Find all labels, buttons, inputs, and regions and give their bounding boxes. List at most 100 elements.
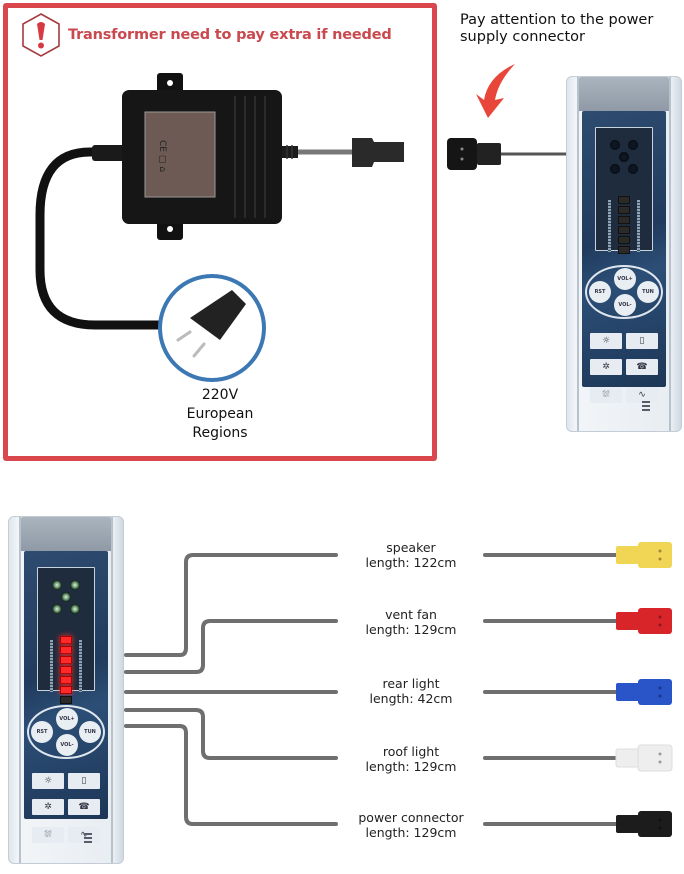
exclamation-hexagon-icon xyxy=(22,13,60,57)
shower-button[interactable]: ⛆ xyxy=(590,387,622,403)
attention-note: Pay attention to the power supply connec… xyxy=(460,12,653,46)
plug-voltage: 220V xyxy=(201,387,239,403)
level-scale-right xyxy=(79,640,82,692)
cable-name: power connector xyxy=(358,810,464,825)
speaker-hole xyxy=(52,604,62,614)
cable-name: speaker xyxy=(386,540,436,555)
svg-text:CE ▢ ⌂: CE ▢ ⌂ xyxy=(157,140,167,172)
vol-down-button[interactable]: VOL- xyxy=(56,734,78,756)
fan-icon: ✲ xyxy=(44,802,52,812)
led xyxy=(618,226,630,234)
light-button[interactable]: ☼ xyxy=(590,333,622,349)
vol-up-button[interactable]: VOL+ xyxy=(56,708,78,730)
phone-button[interactable]: ☎ xyxy=(68,799,100,815)
fan-button[interactable]: ✲ xyxy=(32,799,64,815)
led xyxy=(618,236,630,244)
warning-header: Transformer need to pay extra if needed xyxy=(20,12,392,58)
level-scale-right xyxy=(637,200,640,252)
cable-roof-light xyxy=(124,708,338,760)
panel-cap xyxy=(579,77,669,111)
cable-length: length: 122cm xyxy=(365,555,457,570)
cable-length: length: 129cm xyxy=(365,759,457,774)
led xyxy=(60,656,72,664)
tune-button[interactable]: TUN xyxy=(637,281,659,303)
ac-cord xyxy=(35,147,175,330)
shower-icon: ⛆ xyxy=(44,830,52,840)
led xyxy=(60,686,72,694)
reset-button[interactable]: RST xyxy=(31,721,53,743)
plug-label: 220V European Regions xyxy=(160,386,280,443)
cable-label-vent-fan: vent fan length: 129cm xyxy=(336,607,486,637)
panel-display xyxy=(37,567,95,704)
led xyxy=(618,196,630,204)
light-icon: ☼ xyxy=(43,776,53,786)
cable-label-speaker: speaker length: 122cm xyxy=(336,540,486,570)
led-column xyxy=(60,636,72,706)
attention-line1: Pay attention to the power xyxy=(460,12,654,28)
mode-button[interactable]: ∿ xyxy=(626,387,658,403)
level-scale-left xyxy=(50,640,53,692)
door-button[interactable]: ▯ xyxy=(68,773,100,789)
cable-speaker xyxy=(124,553,338,657)
led xyxy=(618,216,630,224)
led xyxy=(60,666,72,674)
control-panel-bottom: VOL+ RST TUN VOL- ☼ ▯ ✲ ☎ ⛆ ∿ xyxy=(8,516,124,864)
connector-rear-light xyxy=(616,679,672,705)
light-button[interactable]: ☼ xyxy=(32,773,64,789)
speaker-hole xyxy=(610,164,620,174)
level-scale-left xyxy=(608,200,611,252)
led xyxy=(618,246,630,254)
panel-cap xyxy=(21,517,111,551)
panel-face: VOL+ RST TUN VOL- ☼ ▯ ✲ ☎ ⛆ ∿ xyxy=(582,111,666,403)
led xyxy=(60,646,72,654)
warning-text: Transformer need to pay extra if needed xyxy=(68,27,392,43)
phone-icon: ☎ xyxy=(636,362,648,372)
dc-connector xyxy=(352,138,404,167)
transformer-illustration: CE ▢ ⌂ xyxy=(35,64,567,382)
led xyxy=(60,676,72,684)
plug-region-line2: Regions xyxy=(192,425,248,441)
panel-display xyxy=(595,127,653,254)
led xyxy=(60,696,72,704)
led xyxy=(60,636,72,644)
cable-name: rear light xyxy=(382,676,440,691)
transformer-label xyxy=(144,111,216,198)
door-icon: ▯ xyxy=(81,776,87,786)
speaker-grille-icon xyxy=(642,401,650,413)
shower-icon: ⛆ xyxy=(602,390,610,400)
tune-button[interactable]: TUN xyxy=(79,721,101,743)
vol-up-button[interactable]: VOL+ xyxy=(614,268,636,290)
shower-button[interactable]: ⛆ xyxy=(32,827,64,843)
connector-roof-light xyxy=(615,744,673,772)
panel-face: VOL+ RST TUN VOL- ☼ ▯ ✲ ☎ ⛆ ∿ xyxy=(24,551,108,843)
plug-region-line1: European xyxy=(186,406,254,422)
strain-relief-left xyxy=(92,145,128,161)
speaker-hole xyxy=(70,580,80,590)
reset-button[interactable]: RST xyxy=(589,281,611,303)
speaker-hole xyxy=(619,152,629,162)
light-icon: ☼ xyxy=(601,336,611,346)
door-button[interactable]: ▯ xyxy=(626,333,658,349)
control-panel-top: VOL+ RST TUN VOL- ☼ ▯ ✲ ☎ ⛆ ∿ xyxy=(566,76,682,432)
transformer-frame xyxy=(3,3,437,461)
speaker-hole xyxy=(610,140,620,150)
cable-name: vent fan xyxy=(385,607,437,622)
speaker-hole xyxy=(61,592,71,602)
button-ring: VOL+ RST TUN VOL- xyxy=(27,705,105,759)
euro-plug xyxy=(190,290,246,340)
speaker-hole xyxy=(52,580,62,590)
connector-vent-fan xyxy=(616,608,672,634)
speaker-hole xyxy=(628,164,638,174)
door-icon: ▯ xyxy=(639,336,645,346)
mode-button[interactable]: ∿ xyxy=(68,827,100,843)
speaker-hole xyxy=(628,140,638,150)
mode-icon: ∿ xyxy=(638,390,646,400)
fan-button[interactable]: ✲ xyxy=(590,359,622,375)
cable-label-rear-light: rear light length: 42cm xyxy=(336,676,486,706)
power-supply-connector xyxy=(447,138,477,170)
phone-button[interactable]: ☎ xyxy=(626,359,658,375)
button-ring: VOL+ RST TUN VOL- xyxy=(585,265,663,319)
led-column xyxy=(618,196,630,256)
vol-down-button[interactable]: VOL- xyxy=(614,294,636,316)
connector-power-connector xyxy=(616,811,672,837)
